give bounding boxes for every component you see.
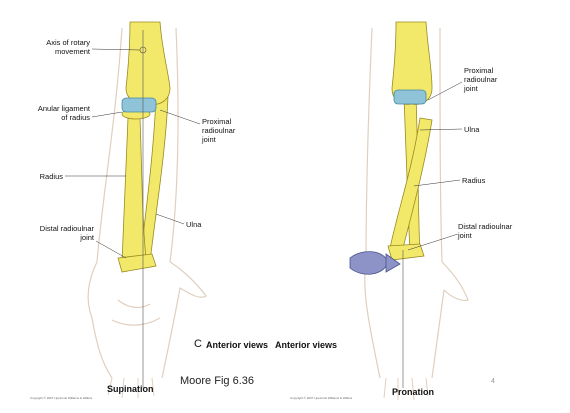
left-humerus — [125, 21, 171, 105]
copyright-left: Copyright © 2007 Lippincott Williams & W… — [30, 396, 93, 400]
left-anular-ligament — [121, 97, 157, 113]
left-radius — [121, 117, 147, 263]
label-right-proximal-radioulnar-joint: Proximal radioulnar joint — [464, 66, 498, 93]
pronation-rotation-arrow — [349, 251, 401, 275]
label-left-distal-radioulnar-joint: Distal radioulnar joint — [39, 224, 94, 242]
right-hand-fingers — [383, 377, 429, 401]
pronation-caption: Pronation — [392, 387, 434, 397]
left-hand-fingers — [107, 377, 155, 399]
label-left-radius: Radius — [39, 172, 63, 181]
left-distal-joint — [117, 253, 157, 273]
anterior-views-label-2: Anterior views — [275, 340, 338, 350]
right-anular-ligament — [393, 89, 427, 105]
supination-caption: Supination — [107, 384, 154, 394]
view-letter: C — [194, 338, 202, 350]
left-arm-outline — [87, 27, 207, 379]
label-right-ulna: Ulna — [464, 125, 480, 134]
label-left-ulna: Ulna — [186, 220, 202, 229]
right-leader-lines — [407, 81, 463, 251]
left-leader-lines — [65, 48, 201, 259]
label-anular-ligament: Anular ligament of radius — [37, 104, 90, 122]
label-right-distal-radioulnar-joint: Distal radioulnar joint — [458, 222, 513, 240]
source-reference: Moore Fig 6.36 — [180, 375, 254, 387]
page-number: 4 — [491, 378, 495, 385]
copyright-right: Copyright © 2007 Lippincott Williams & W… — [290, 396, 353, 400]
label-left-proximal-radioulnar-joint: Proximal radioulnar joint — [202, 117, 236, 144]
label-axis-of-rotary-movement: Axis of rotary movement — [46, 38, 90, 56]
anterior-views-label-1: Anterior views — [206, 340, 269, 350]
label-right-radius: Radius — [462, 176, 486, 185]
